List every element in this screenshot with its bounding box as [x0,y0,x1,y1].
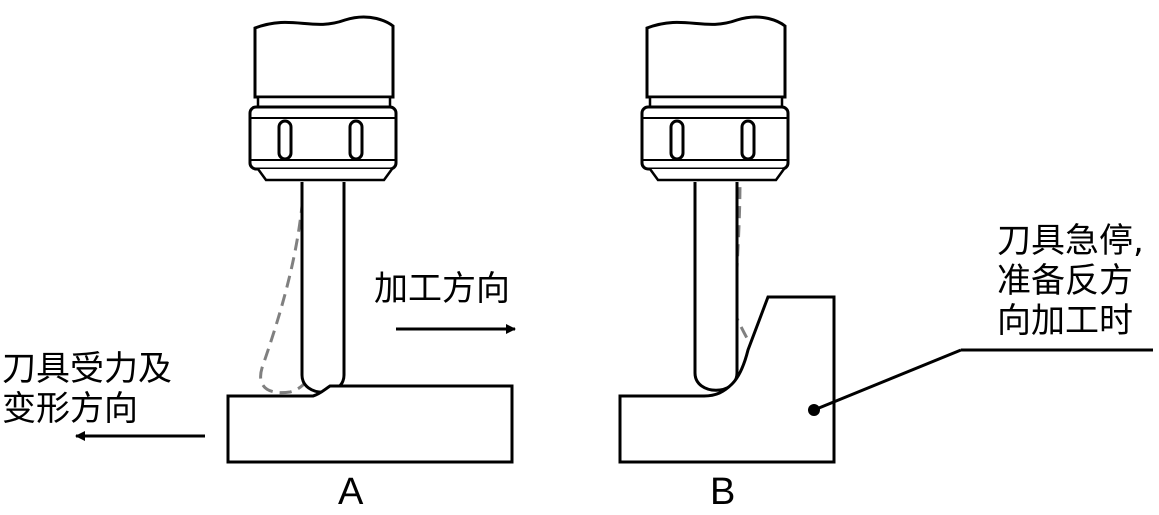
panel-a-collet-taper [256,168,394,182]
panel-a-end-mill [300,182,346,394]
stop-label-line1: 刀具急停, [997,221,1144,261]
panel-b-spindle [645,15,787,99]
feed-direction-label: 加工方向 [374,269,510,309]
stop-label-line3: 向加工时 [997,301,1133,341]
panel-b-nut-slot-right [740,119,756,161]
panel-a-nut-slot-right [348,119,364,161]
panel-b-nut-slot-left [669,119,685,161]
force-direction-label-line1: 刀具受力及 [2,349,172,389]
annotation-leader-line [813,348,962,412]
panel-b-tool [640,15,790,396]
panel-a-label: A [338,471,364,513]
stop-label-line2: 准备反方 [997,261,1133,301]
panel-a-tool [248,15,398,395]
panel-a-spindle [253,15,395,99]
force-direction-label-line2: 变形方向 [2,389,138,429]
panel-b-label: B [710,471,736,513]
panel-b-workpiece [618,295,836,464]
annotation-leader-dot [808,404,820,416]
panel-a-nut-slot-left [277,119,293,161]
panel-b-end-mill [693,182,739,392]
panel-a-workpiece [226,384,514,464]
panel-b-collet-taper [648,168,786,182]
